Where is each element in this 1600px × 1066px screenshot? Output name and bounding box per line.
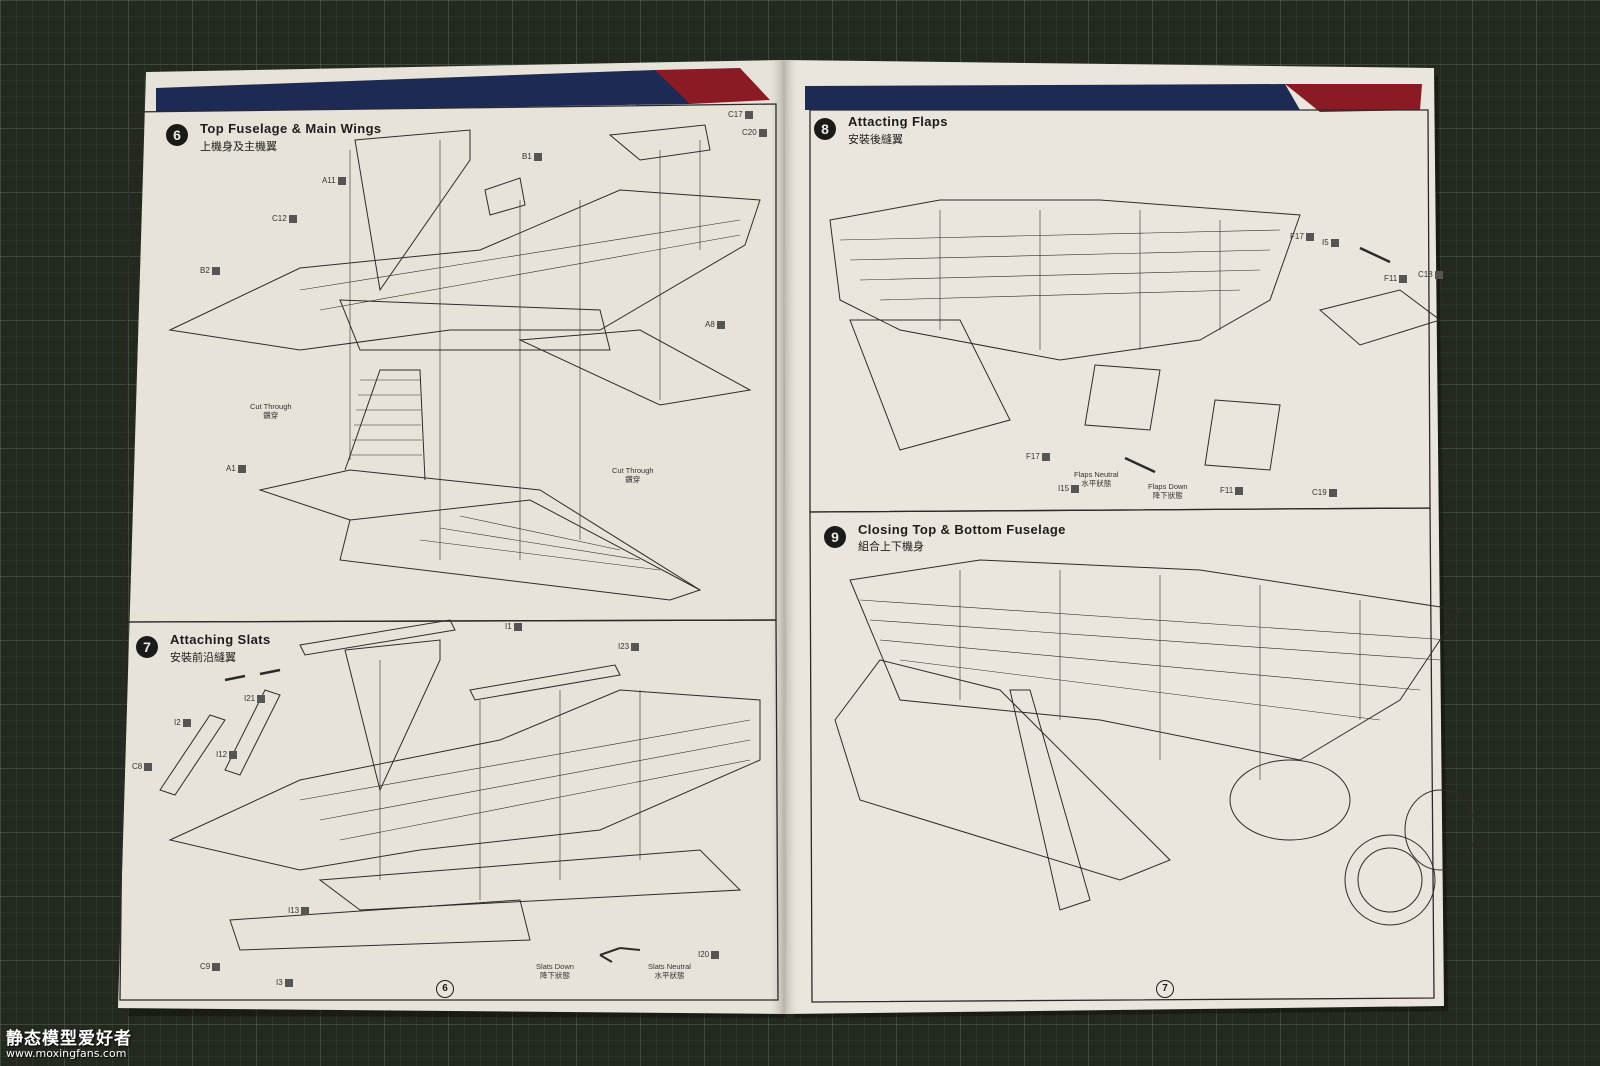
step-6-badge: 6 xyxy=(166,124,188,146)
part-callout: F11 xyxy=(1220,486,1244,495)
part-callout: I23 xyxy=(618,642,640,651)
step-6-title: Top Fuselage & Main Wings xyxy=(200,121,382,136)
right-page xyxy=(784,60,1444,1014)
step-7-title: Attaching Slats xyxy=(170,632,271,647)
step-7-subtitle: 安裝前沿縫翼 xyxy=(170,652,236,664)
part-callout: F17 xyxy=(1290,232,1314,241)
part-callout: I12 xyxy=(216,750,238,759)
watermark-site-name: 静态模型爱好者 xyxy=(6,1029,132,1049)
part-callout: C20 xyxy=(742,128,767,137)
step6-diagram xyxy=(168,124,761,601)
part-callout: C18 xyxy=(1418,270,1443,279)
part-callout: C17 xyxy=(728,110,753,119)
left-page xyxy=(118,60,786,1014)
step-6-subtitle: 上機身及主機翼 xyxy=(200,141,277,153)
step9-diagram xyxy=(834,559,1476,926)
left-header-bar xyxy=(156,70,690,112)
step-8-subtitle: 安裝後縫翼 xyxy=(848,134,903,146)
part-callout: I21 xyxy=(244,694,266,703)
part-callout: A8 xyxy=(705,320,725,329)
part-callout: I20 xyxy=(698,950,720,959)
right-header-bar xyxy=(805,84,1300,110)
part-callout: A11 xyxy=(322,176,346,185)
step-9-badge: 9 xyxy=(824,526,846,548)
step-9-title: Closing Top & Bottom Fuselage xyxy=(858,522,1066,537)
part-callout: A1 xyxy=(226,464,246,473)
site-watermark: 静态模型爱好者 www.moxingfans.com xyxy=(6,1024,132,1060)
part-callout: C12 xyxy=(272,214,297,223)
step-8-title: Attacting Flaps xyxy=(848,114,948,129)
part-callout: I2 xyxy=(174,718,191,727)
part-callout: I1 xyxy=(505,622,522,631)
right-page-number: 7 xyxy=(1156,980,1174,998)
part-callout: F17 xyxy=(1026,452,1050,461)
step-8-badge: 8 xyxy=(814,118,836,140)
part-callout: C9 xyxy=(200,962,221,971)
part-callout: I15 xyxy=(1058,484,1080,493)
part-callout: C19 xyxy=(1312,488,1337,497)
part-callout: I3 xyxy=(276,978,293,987)
part-callout: I5 xyxy=(1322,238,1339,247)
step8-diagram xyxy=(829,199,1442,474)
left-page-number: 6 xyxy=(436,980,454,998)
part-callout: C8 xyxy=(132,762,153,771)
part-callout: B2 xyxy=(200,266,220,275)
step-9-subtitle: 組合上下機身 xyxy=(858,541,924,553)
watermark-url: www.moxingfans.com xyxy=(6,1047,127,1060)
step-7-badge: 7 xyxy=(136,636,158,658)
part-callout: F11 xyxy=(1384,274,1408,283)
step7-diagram xyxy=(159,619,761,963)
part-callout: I13 xyxy=(288,906,310,915)
part-callout: B1 xyxy=(522,152,542,161)
